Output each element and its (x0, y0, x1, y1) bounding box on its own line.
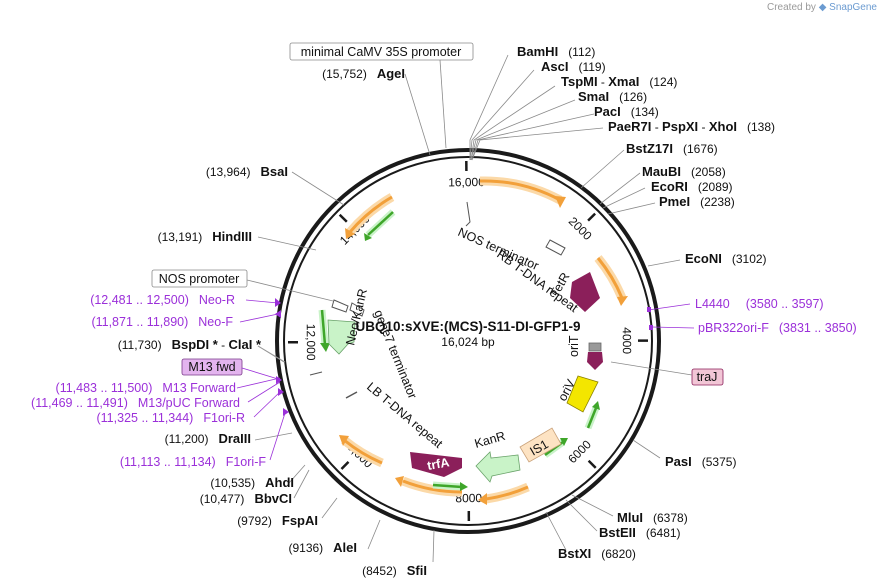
primer-marker-neo-r (275, 298, 281, 307)
primer-marker-neo-f (275, 310, 281, 318)
site-fspai: (9792)FspAI (237, 513, 318, 528)
site-leaders (254, 54, 681, 563)
site-smai: SmaI(126) (578, 89, 647, 104)
primer-pbr322ori-f: pBR322ori-F(3831 .. 3850) (698, 321, 857, 335)
plasmid-size: 16,024 bp (441, 335, 495, 349)
tetr-arrow (570, 272, 600, 312)
primer-m13-forward: (11,483 .. 11,500)M13 Forward (56, 381, 237, 395)
plasmid-name: UBQ10:sXVE:(MCS)-S11-DI-GFP1-9 (355, 319, 580, 334)
site-bstz17i: BstZ17I(1676) (626, 141, 718, 156)
site-pasi: PasI(5375) (665, 454, 736, 469)
box-m13-fwd (181, 358, 243, 376)
primer-f1ori-r: (11,325 .. 11,344)F1ori-R (97, 411, 246, 425)
site-bsai: (13,964)BsaI (206, 164, 288, 179)
site-tspmi-xmai: TspMI - XmaI(124) (561, 74, 677, 89)
primer-marker-l4440 (647, 307, 651, 312)
site-pmei: PmeI(2238) (659, 194, 735, 209)
nos-promoter-mark (331, 299, 349, 313)
tick-label: 12,000 (304, 324, 318, 361)
site-draiii: (11,200)DraIII (165, 431, 251, 446)
orit-arrow (587, 352, 603, 370)
primer-marker-m13 (276, 376, 282, 384)
label-orit: oriT (567, 335, 581, 357)
tick-mark (340, 461, 350, 470)
outer-feature-arrows (339, 176, 628, 505)
site-maubi: MauBI(2058) (642, 164, 726, 179)
site-agei: (15,752)AgeI (322, 66, 405, 81)
tick-label: 16,000 (448, 175, 485, 189)
nos-promoter-mark-2 (349, 302, 365, 317)
kanr-arrow (475, 451, 521, 483)
primer-labels: L4440(3580 .. 3597) pBR322ori-F(3831 .. … (31, 293, 857, 469)
lb-repeat-mark (345, 391, 358, 399)
box-traj (691, 368, 724, 386)
tick-mark (587, 459, 597, 469)
box-nos-promoter (151, 269, 248, 288)
label-35s-promoter: minimal CaMV 35S promoter (301, 45, 461, 59)
label-kanr: KanR (473, 429, 507, 451)
g7-term-mark (309, 371, 323, 376)
site-alei: (9136)AleI (288, 540, 357, 555)
primer-markers (275, 298, 653, 416)
primer-leaders (236, 299, 695, 461)
box-35s-promoter (289, 42, 474, 61)
nos-terminator-1-mark (465, 201, 471, 227)
primer-l4440: L4440(3580 .. 3597) (695, 297, 824, 311)
site-paci: PacI(134) (594, 104, 659, 119)
label-traj: traJ (697, 370, 718, 384)
oriv-feature (566, 375, 599, 413)
boxed-labels: minimal CaMV 35S promoter NOS promoter M… (151, 42, 724, 386)
credit-brand: SnapGene (829, 2, 877, 13)
site-mlui: MluI(6378) (617, 510, 688, 525)
trfa-arrow (410, 452, 462, 477)
primer-marker-f1ori-r (278, 388, 284, 396)
label-m13-fwd: M13 fwd (188, 360, 235, 374)
site-bamhi: BamHI(112) (517, 44, 595, 59)
label-nos-promoter: NOS promoter (159, 272, 240, 286)
tick-label: 4000 (620, 327, 634, 354)
primer-marker-f1ori-f (283, 408, 289, 416)
site-ecori: EcoRI(2089) (651, 179, 733, 194)
site-paer7i-pspxi-xhoi: PaeR7I - PspXI - XhoI(138) (608, 119, 775, 134)
primer-marker-pbr322 (649, 325, 653, 330)
tick-mark (338, 213, 348, 223)
primer-neo-f: (11,871 .. 11,890)Neo-F (91, 315, 233, 329)
label-trfa: trfA (426, 455, 450, 473)
tick-mark (587, 212, 597, 222)
site-labels: BamHI(112) AscI(119) TspMI - XmaI(124) S… (118, 44, 775, 578)
primer-f1ori-f: (11,113 .. 11,134)F1ori-F (120, 455, 267, 469)
tick-marks (287, 160, 649, 522)
site-econi: EcoNI(3102) (685, 251, 767, 266)
rb-repeat-mark (545, 239, 566, 256)
site-ahdi: (10,535)AhdI (210, 475, 294, 490)
snapgene-credit: Created by ◆ SnapGene (767, 2, 877, 13)
label-neo-kanr: Neo/KanR (343, 287, 370, 346)
primer-neo-r: (12,481 .. 12,500)Neo-R (90, 293, 235, 307)
site-sfii: (8452)SfiI (362, 563, 427, 578)
site-bbvci: (10,477)BbvCI (200, 491, 292, 506)
site-bstxi: BstXI(6820) (558, 546, 636, 561)
features (309, 201, 603, 483)
credit-prefix: Created by (766, 2, 816, 13)
backbone-inner (283, 156, 653, 526)
snapgene-logo-icon: ◆ (818, 2, 827, 13)
orit-mark (588, 342, 602, 352)
neo-kanr-arrow (327, 319, 356, 355)
tick-label: 8000 (455, 491, 482, 505)
site-asci: AscI(119) (541, 59, 606, 74)
backbone-outer (275, 148, 661, 534)
site-bsteii: BstEII(6481) (599, 525, 681, 540)
primer-m13-puc-forward: (11,469 .. 11,491)M13/pUC Forward (31, 396, 240, 410)
is1-feature (519, 427, 562, 463)
site-bspdi-clai: (11,730)BspDI * - ClaI * (118, 337, 262, 352)
site-hindiii: (13,191)HindIII (158, 229, 252, 244)
